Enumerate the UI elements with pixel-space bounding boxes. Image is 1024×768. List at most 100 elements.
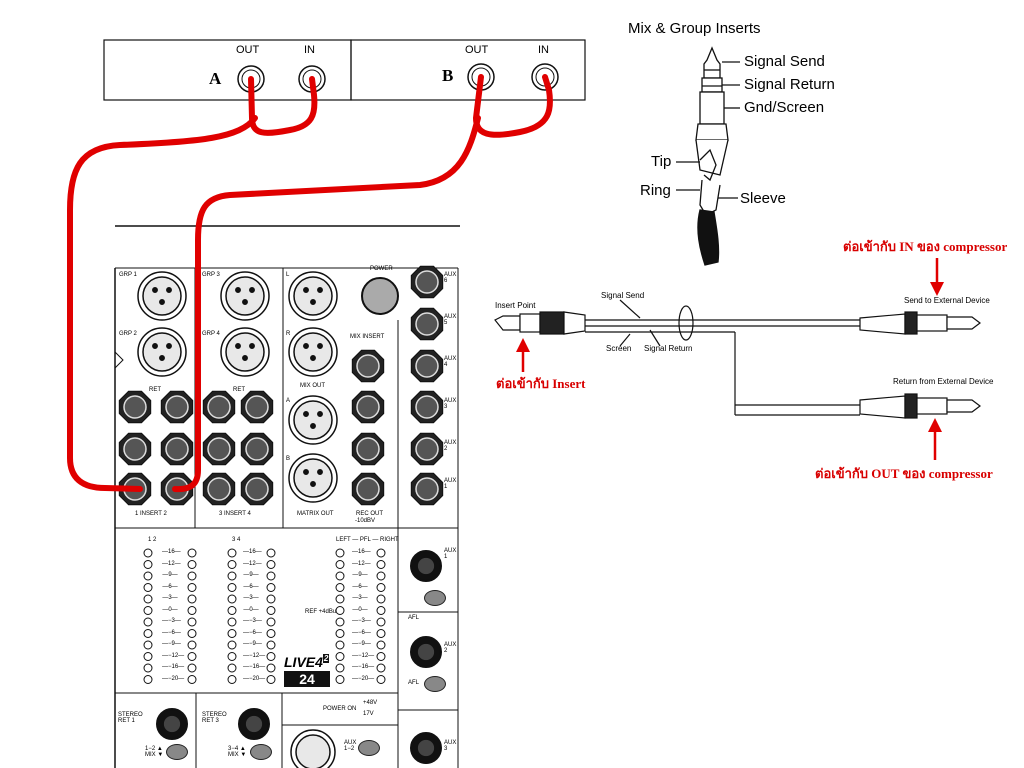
jack-sockets (118, 265, 444, 506)
jack-socket (240, 472, 274, 506)
meter-led (376, 571, 386, 581)
aux1-knob (410, 550, 442, 582)
v17-label: 17V (363, 711, 374, 717)
jack-socket (202, 472, 236, 506)
meter-led (143, 640, 153, 650)
meter-led (376, 594, 386, 604)
meter-led (376, 652, 386, 661)
meter-led (187, 629, 197, 638)
stereo-ret1-label: STEREO RET 1 (118, 712, 143, 724)
meter-led (187, 571, 197, 581)
mixer-grp2-label: GRP 2 (119, 331, 137, 337)
meter-led (143, 652, 153, 661)
meter-scale-value: —−9— (352, 641, 371, 647)
meter-led (143, 675, 153, 684)
stereo-ret3-knob (238, 708, 270, 740)
meter-scale-value: —3— (352, 595, 368, 601)
cable-send-external: Send to External Device (904, 296, 990, 305)
meter-led (376, 663, 386, 673)
phantom-label: +48V (363, 700, 378, 706)
device-b-out-label: OUT (465, 44, 489, 56)
meter-led (335, 640, 345, 650)
afl-label-1: AFL (408, 615, 420, 621)
note-connect-out: ต่อเข้ากับ OUT ของ compressor (815, 466, 993, 481)
meter-led (187, 640, 197, 650)
jack-socket (240, 432, 274, 466)
meter-ref-level: REF +4dBu (305, 609, 337, 615)
mixer-power-label: POWER (370, 266, 393, 272)
red-cables (67, 74, 554, 493)
meter-scale-value: —−12— (352, 652, 375, 659)
mixer-grp3-label: GRP 3 (202, 272, 220, 278)
cable-signal-return: Signal Return (644, 344, 693, 353)
plug-tip: Tip (651, 153, 672, 170)
meter-scale-value: —16— (162, 549, 181, 555)
cable-screen: Screen (606, 344, 632, 353)
meter-led (227, 571, 237, 581)
jack-socket (410, 472, 444, 506)
aux3-knob (410, 732, 442, 764)
red-arrows (516, 258, 944, 460)
aux3-knob-label: AUX 3 (444, 740, 457, 752)
jack-socket (410, 265, 444, 299)
meter-scale-value: —−6— (243, 629, 262, 636)
meter-scale-value: —12— (243, 560, 262, 567)
meter-led (335, 571, 345, 581)
afl-button-1 (424, 590, 446, 606)
meter-led (266, 652, 276, 661)
meter-scale-value: —−20— (352, 675, 375, 682)
mix-button-34 (250, 744, 272, 760)
brand-text: LIVE4 (284, 654, 323, 670)
meter-led (227, 640, 237, 650)
mixer-r-label: R (286, 331, 291, 337)
meter-led (335, 606, 345, 615)
meter-scale-value: —16— (352, 549, 371, 555)
device-box-b (350, 39, 586, 101)
meter-led (227, 548, 237, 558)
mixer-l-label: L (286, 272, 290, 278)
plug-signal-return: Signal Return (744, 76, 835, 93)
jack-socket (410, 432, 444, 466)
cable-insert-point: Insert Point (495, 301, 536, 310)
meter-led (227, 675, 237, 684)
meter-led (376, 560, 386, 569)
mixer-b-label: B (286, 456, 291, 462)
meter-scale-value: —6— (243, 583, 259, 590)
meter-led (227, 652, 237, 661)
meter-led (187, 583, 197, 592)
plug-sleeve: Sleeve (740, 190, 786, 207)
jack-socket (410, 307, 444, 341)
meter-scale-value: —3— (243, 595, 259, 601)
meter-led (376, 617, 386, 627)
meter-scale-value: —−3— (162, 618, 181, 624)
meter-scale-value: —6— (162, 583, 178, 590)
jack-socket (410, 349, 444, 383)
plug-signal-send: Signal Send (744, 53, 825, 70)
device-a-in-label: IN (304, 44, 315, 56)
stereo-ret1-knob (156, 708, 188, 740)
meter-led (143, 629, 153, 638)
meter-led (143, 594, 153, 604)
mixer-aux3-label: AUX 3 (444, 398, 457, 410)
meter-led (376, 583, 386, 592)
meter-led (335, 652, 345, 661)
mixer-aux5-label: AUX 5 (444, 314, 457, 326)
jack-socket (160, 390, 194, 424)
meter-scale-value: —0— (352, 606, 368, 613)
meter-scale-value: —12— (162, 560, 181, 567)
meter-led (227, 560, 237, 569)
mixer-aux1-label: AUX 1 (444, 478, 457, 490)
meter-led (187, 594, 197, 604)
jack-socket (351, 349, 385, 383)
meter-led (227, 663, 237, 673)
meter-led (227, 583, 237, 592)
aux2-knob-label: AUX 2 (444, 642, 457, 654)
device-b-label: B (442, 66, 454, 85)
meter-led (227, 606, 237, 615)
cable-return-external: Return from External Device (893, 377, 994, 386)
jack-socket (351, 432, 385, 466)
mixer-grp1-label: GRP 1 (119, 272, 137, 278)
meter-scale-value: —12— (352, 560, 371, 567)
jack-socket (202, 390, 236, 424)
